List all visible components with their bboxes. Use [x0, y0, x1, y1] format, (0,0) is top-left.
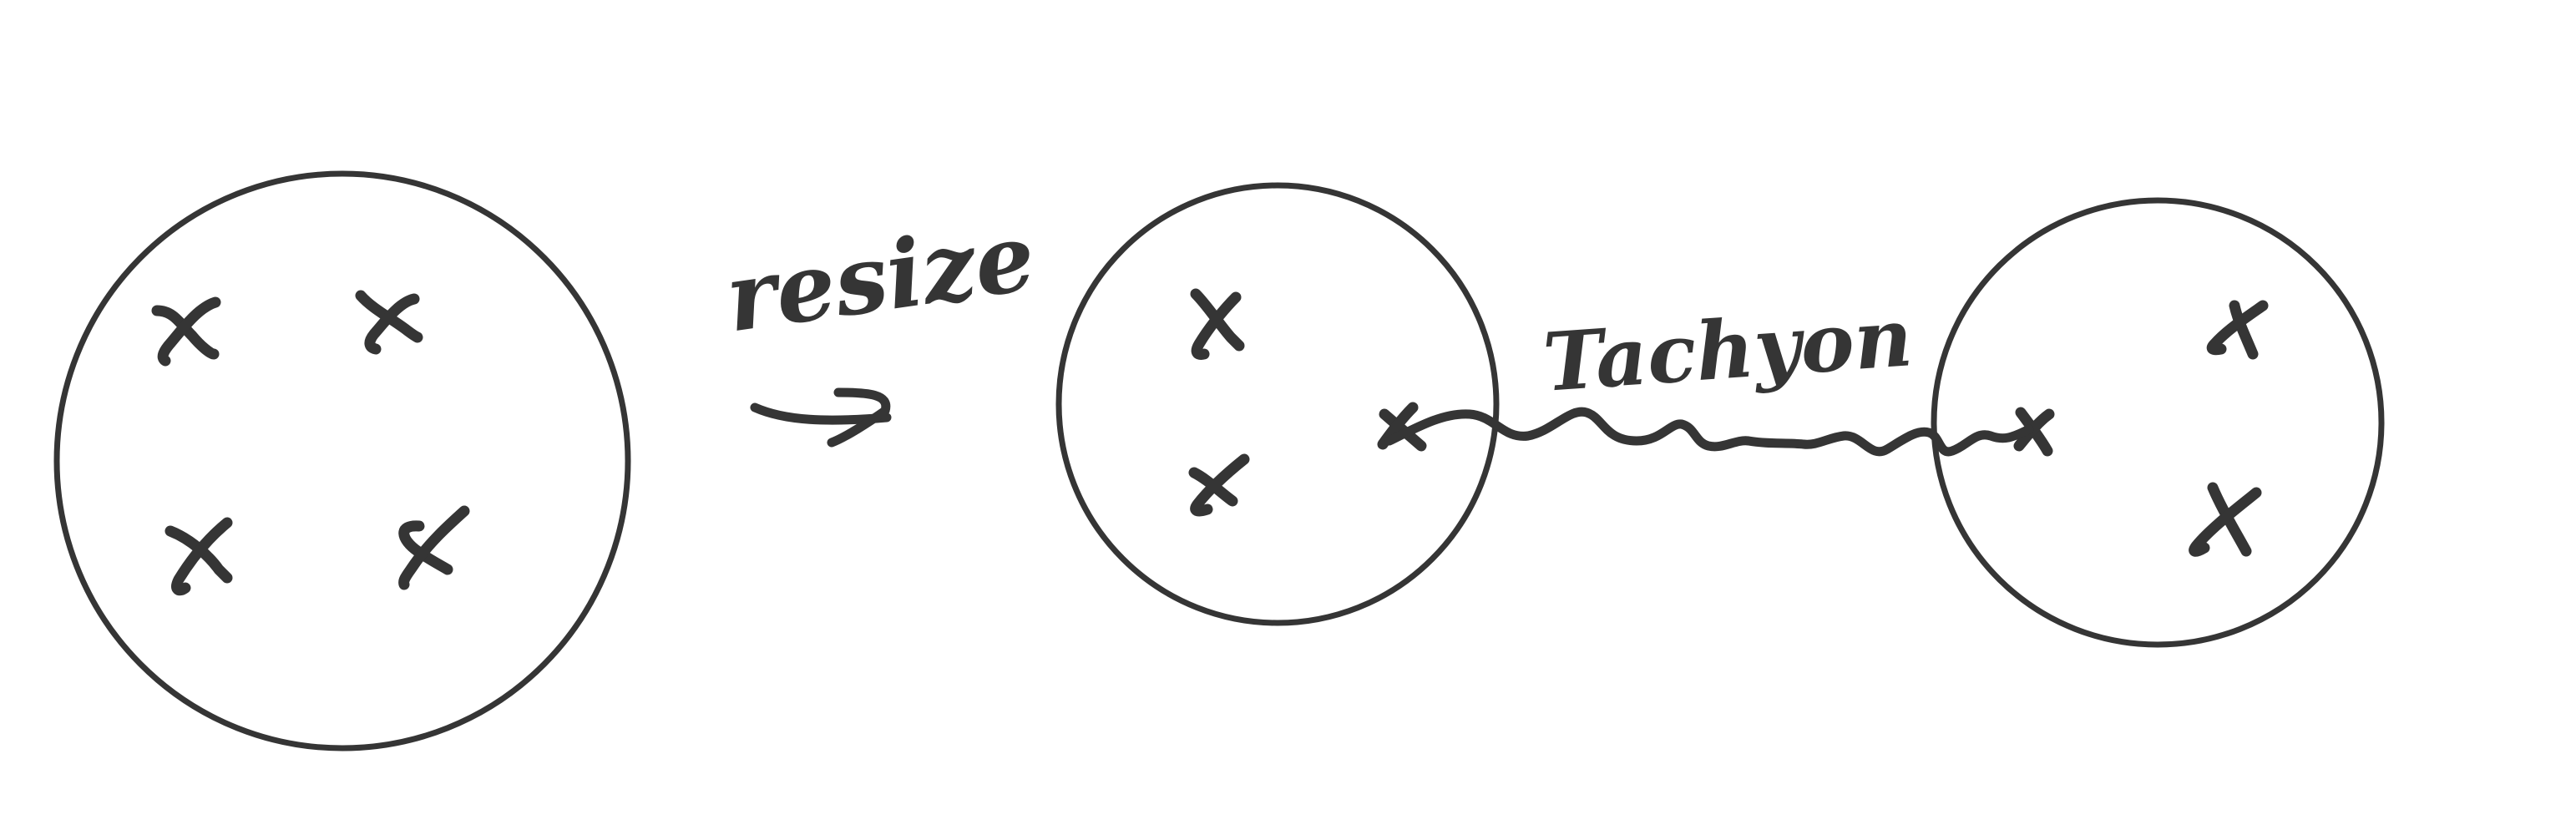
x-mark-icon — [1188, 453, 1250, 517]
cluster-boundary — [1931, 197, 2385, 648]
tachyon-link: Tachyon — [1377, 290, 2055, 457]
x-mark-icon — [2189, 482, 2262, 557]
link-label: Tachyon — [1541, 290, 1916, 410]
wavy-line-icon — [1384, 407, 2034, 457]
arrow-right-icon — [750, 387, 892, 448]
cluster-boundary — [53, 170, 631, 752]
x-mark-icon — [355, 290, 423, 355]
cluster-before-resize — [53, 170, 631, 752]
x-mark-icon — [164, 517, 233, 596]
transition: resize — [720, 202, 1041, 448]
cluster-after-left — [1055, 182, 1500, 626]
cluster-after-right — [1931, 197, 2385, 648]
x-mark-icon — [2206, 300, 2269, 360]
transition-label: resize — [720, 202, 1041, 353]
cluster-boundary — [1055, 182, 1500, 626]
x-mark-icon — [151, 296, 221, 367]
x-mark-icon — [398, 505, 470, 590]
x-mark-icon — [1190, 288, 1245, 360]
